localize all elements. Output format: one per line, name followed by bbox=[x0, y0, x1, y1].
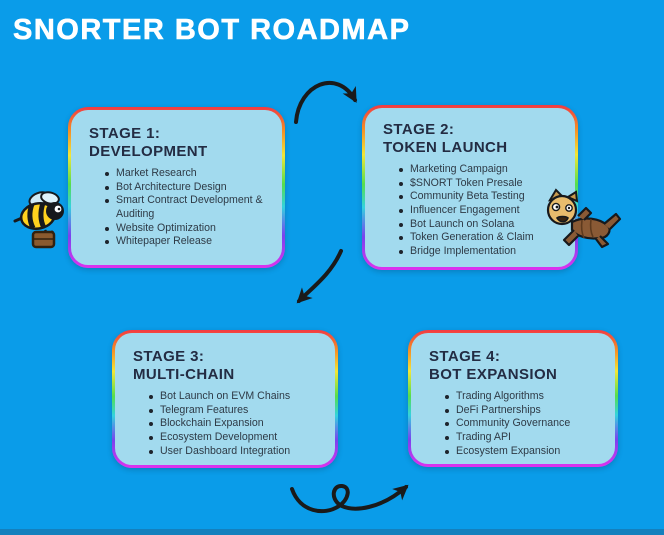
stage-4-card: STAGE 4: BOT EXPANSION Trading Algorithm… bbox=[408, 330, 618, 467]
stage-2-title-line1: STAGE 2: bbox=[383, 121, 455, 138]
stage-2-card: STAGE 2: TOKEN LAUNCH Marketing Campaign… bbox=[362, 105, 578, 270]
page-title: SNORTER BOT ROADMAP bbox=[13, 14, 411, 47]
stage-2-title-line2: TOKEN LAUNCH bbox=[383, 138, 508, 156]
roadmap-item: Whitepaper Release bbox=[103, 235, 274, 249]
stage-3-title-line2: MULTI-CHAIN bbox=[133, 365, 235, 383]
arrow-stage2-to-stage3 bbox=[296, 249, 343, 304]
stage-3-card-body: STAGE 3: MULTI-CHAIN Bot Launch on EVM C… bbox=[115, 333, 335, 465]
roadmap-item: User Dashboard Integration bbox=[147, 445, 327, 459]
stage-3-title-line1: STAGE 3: bbox=[133, 348, 205, 365]
stage-3-title: STAGE 3: MULTI-CHAIN bbox=[133, 348, 327, 383]
roadmap-item: Bridge Implementation bbox=[397, 245, 567, 259]
roadmap-item: Ecosystem Development bbox=[147, 431, 327, 445]
stage-1-title: STAGE 1: DEVELOPMENT bbox=[89, 125, 274, 160]
roadmap-item: Community Governance bbox=[443, 417, 607, 431]
stage-4-card-body: STAGE 4: BOT EXPANSION Trading Algorithm… bbox=[411, 333, 615, 464]
roadmap-item: Community Beta Testing bbox=[397, 190, 567, 204]
stage-1-title-line1: STAGE 1: bbox=[89, 125, 161, 142]
stage-4-title-line1: STAGE 4: bbox=[429, 348, 501, 365]
stage-4-title: STAGE 4: BOT EXPANSION bbox=[429, 348, 607, 383]
stage-2-card-body: STAGE 2: TOKEN LAUNCH Marketing Campaign… bbox=[365, 108, 575, 267]
bee-mascot-image bbox=[13, 191, 64, 249]
stage-2-title: STAGE 2: TOKEN LAUNCH bbox=[383, 121, 567, 156]
bottom-edge-strip bbox=[0, 529, 664, 535]
roadmap-item: Influencer Engagement bbox=[397, 204, 567, 218]
roadmap-item: Ecosystem Expansion bbox=[443, 445, 607, 459]
roadmap-item: Bot Launch on Solana bbox=[397, 218, 567, 232]
stage-4-title-line2: BOT EXPANSION bbox=[429, 365, 558, 383]
roadmap-item: Website Optimization bbox=[103, 222, 274, 236]
roadmap-item: Bot Architecture Design bbox=[103, 181, 274, 195]
arrow-stage3-to-stage4 bbox=[290, 484, 409, 514]
roadmap-item: Trading API bbox=[443, 431, 607, 445]
roadmap-item: Smart Contract Development & Auditing bbox=[103, 194, 274, 221]
doge-mascot-image bbox=[546, 188, 622, 249]
roadmap-item: Blockchain Expansion bbox=[147, 417, 327, 431]
roadmap-item: Token Generation & Claim bbox=[397, 231, 567, 245]
roadmap-item: Marketing Campaign bbox=[397, 163, 567, 177]
stage-1-title-line2: DEVELOPMENT bbox=[89, 142, 208, 160]
roadmap-item: Trading Algorithms bbox=[443, 390, 607, 404]
roadmap-item: Bot Launch on EVM Chains bbox=[147, 390, 327, 404]
roadmap-item: Market Research bbox=[103, 167, 274, 181]
roadmap-item: $SNORT Token Presale bbox=[397, 177, 567, 191]
arrow-stage1-to-stage2 bbox=[294, 80, 357, 124]
roadmap-item: DeFi Partnerships bbox=[443, 404, 607, 418]
stage-3-card: STAGE 3: MULTI-CHAIN Bot Launch on EVM C… bbox=[112, 330, 338, 468]
roadmap-item: Telegram Features bbox=[147, 404, 327, 418]
